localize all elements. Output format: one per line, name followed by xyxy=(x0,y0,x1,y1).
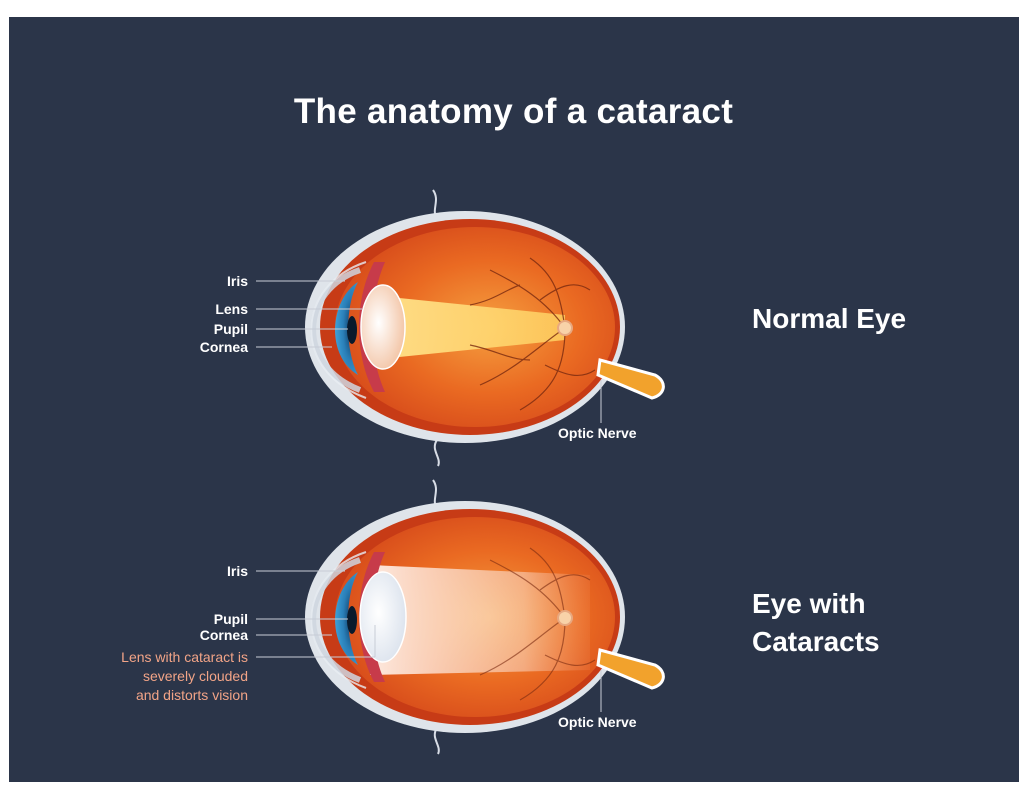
cataract-eye xyxy=(256,480,663,754)
optic-nerve-cataract xyxy=(598,650,663,688)
clouded-lens xyxy=(360,572,406,662)
cataract-lens-label: Lens with cataract is severely clouded a… xyxy=(28,648,248,705)
normal-lens-label: Lens xyxy=(48,301,248,317)
cataract-pupil-label: Pupil xyxy=(48,611,248,627)
pupil xyxy=(347,316,357,344)
normal-pupil-label: Pupil xyxy=(48,321,248,337)
cataract-eye-heading: Eye with Cataracts xyxy=(752,585,880,661)
cataract-lens-label-line1: Lens with cataract is xyxy=(28,648,248,667)
optic-nerve xyxy=(598,360,663,398)
normal-iris-label: Iris xyxy=(48,273,248,289)
normal-eye-heading: Normal Eye xyxy=(752,300,906,338)
cataract-optic-nerve-label: Optic Nerve xyxy=(558,714,758,730)
pupil-cataract xyxy=(347,606,357,634)
cataract-lens-label-line3: and distorts vision xyxy=(28,686,248,705)
cataract-iris-label: Iris xyxy=(48,563,248,579)
cataract-cornea-label: Cornea xyxy=(48,627,248,643)
lens xyxy=(361,285,405,369)
cataract-heading-line1: Eye with xyxy=(752,585,880,623)
cataract-lens-label-line2: severely clouded xyxy=(28,667,248,686)
optic-disc-cataract xyxy=(558,611,572,625)
normal-optic-nerve-label: Optic Nerve xyxy=(558,425,758,441)
normal-cornea-label: Cornea xyxy=(48,339,248,355)
optic-disc xyxy=(558,321,572,335)
cataract-heading-line2: Cataracts xyxy=(752,623,880,661)
